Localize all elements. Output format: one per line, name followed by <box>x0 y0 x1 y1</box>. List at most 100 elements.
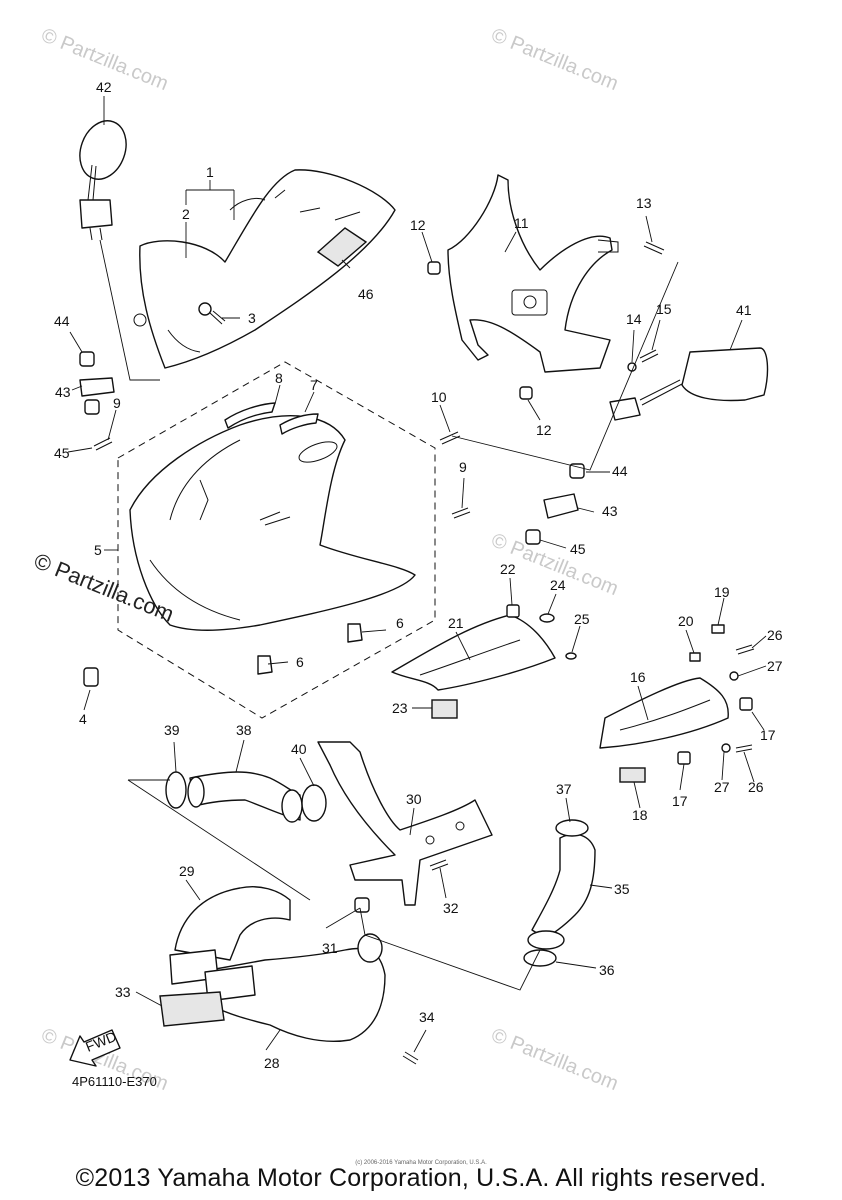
callout-label: 20 <box>678 613 694 629</box>
grommet-25 <box>565 652 577 660</box>
clip-17 <box>677 751 691 765</box>
callout-label: 31 <box>322 940 338 956</box>
clamp-36 <box>523 949 557 967</box>
screw-26 <box>735 644 755 655</box>
watermark-faint: © Partzilla.com <box>488 1024 621 1095</box>
screw-34 <box>402 1051 419 1065</box>
callout-label: 45 <box>570 541 586 557</box>
damper-12 <box>427 261 441 275</box>
washer-27 <box>729 671 739 681</box>
clamp-39 <box>165 771 187 809</box>
air-duct-35 <box>527 833 596 950</box>
callout-label: 44 <box>54 313 70 329</box>
sticker-20 <box>689 652 701 662</box>
callout-label: 35 <box>614 881 630 897</box>
callout-label: 25 <box>574 611 590 627</box>
callout-label: 32 <box>443 900 459 916</box>
callout-label: 24 <box>550 577 566 593</box>
callout-label: 9 <box>113 395 121 411</box>
damper-44 <box>79 351 95 367</box>
pad-18 <box>619 767 646 783</box>
callout-label: 34 <box>419 1009 435 1025</box>
callout-label: 29 <box>179 863 195 879</box>
callout-label: 23 <box>392 700 408 716</box>
washer-27 <box>721 743 731 753</box>
callout-label: 11 <box>514 215 529 231</box>
grommet-43 <box>543 493 579 519</box>
sticker-19 <box>711 624 725 634</box>
callout-label: 14 <box>626 311 642 327</box>
clamp-40 <box>301 784 327 822</box>
callout-label: 44 <box>612 463 628 479</box>
callout-label: 19 <box>714 584 730 600</box>
assembly-outline <box>117 361 436 719</box>
copyright-notice: ©2013 Yamaha Motor Corporation, U.S.A. A… <box>75 1164 767 1192</box>
watermark-faint: © Partzilla.com <box>488 24 621 95</box>
upper-cowling <box>129 415 416 631</box>
callout-label: 12 <box>536 422 552 438</box>
callout-label: 26 <box>748 779 764 795</box>
callout-label: 41 <box>736 302 752 318</box>
callout-label: 4 <box>79 711 87 727</box>
callout-label: 9 <box>459 459 467 475</box>
callout-label: 22 <box>500 561 516 577</box>
cowling-stay <box>447 174 619 373</box>
diagram-code: 4P61110-E370 <box>72 1074 157 1089</box>
seal-33 <box>159 991 225 1027</box>
pad-23 <box>431 699 458 719</box>
clip-6 <box>257 655 273 675</box>
inner-trim-8 <box>224 402 276 429</box>
windshield <box>133 169 396 369</box>
sticker <box>316 227 368 267</box>
inner-panel-21 <box>391 614 556 691</box>
callout-label: 21 <box>448 615 464 631</box>
clip-22 <box>506 604 520 618</box>
callout-label: 12 <box>410 217 426 233</box>
clip-6 <box>347 623 363 643</box>
fwd-arrow-icon: FWD <box>69 1028 121 1067</box>
callout-label: 5 <box>94 542 102 558</box>
callouts: 1 2 3 4 5 6 6 7 8 9 9 10 11 12 12 13 14 … <box>54 79 783 1071</box>
bolt-32 <box>429 859 449 871</box>
callout-label: 38 <box>236 722 252 738</box>
clip-17 <box>739 697 753 711</box>
bracket-30 <box>317 741 493 906</box>
screw-26 <box>735 744 753 753</box>
air-duct-28 <box>209 933 386 1043</box>
callout-label: 36 <box>599 962 615 978</box>
callout-label: 27 <box>714 779 730 795</box>
callout-label: 1 <box>206 164 214 180</box>
callout-label: 13 <box>636 195 652 211</box>
screw-15 <box>639 349 659 363</box>
callout-label: 39 <box>164 722 180 738</box>
callout-label: 6 <box>396 615 404 631</box>
callout-label: 26 <box>767 627 783 643</box>
callout-label: 10 <box>431 389 447 405</box>
callout-label: 46 <box>358 286 374 302</box>
callout-label: 17 <box>760 727 776 743</box>
callout-label: 15 <box>656 301 672 317</box>
bolt-13 <box>643 241 665 255</box>
collar-45 <box>84 399 100 415</box>
screw-3 <box>198 302 226 325</box>
callout-label: 43 <box>602 503 618 519</box>
grommet-43 <box>79 377 115 397</box>
damper-12 <box>519 386 533 400</box>
sticker-24 <box>539 613 555 623</box>
inner-trim-7 <box>279 413 319 435</box>
mirror-right <box>609 347 769 421</box>
callout-label: 33 <box>115 984 131 1000</box>
air-duct-38 <box>187 771 303 823</box>
callout-label: 16 <box>630 669 646 685</box>
callout-label: 42 <box>96 79 112 95</box>
nut-4 <box>83 667 99 687</box>
fine-print: (c) 2006-2016 Yamaha Motor Corporation, … <box>355 1160 487 1166</box>
callout-label: 17 <box>672 793 688 809</box>
callout-label: 18 <box>632 807 648 823</box>
leader-lines <box>67 96 767 1053</box>
callout-label: 2 <box>182 206 190 222</box>
mirror-left <box>79 120 127 241</box>
inner-panel-16 <box>599 677 729 749</box>
clamp-37 <box>555 819 589 837</box>
